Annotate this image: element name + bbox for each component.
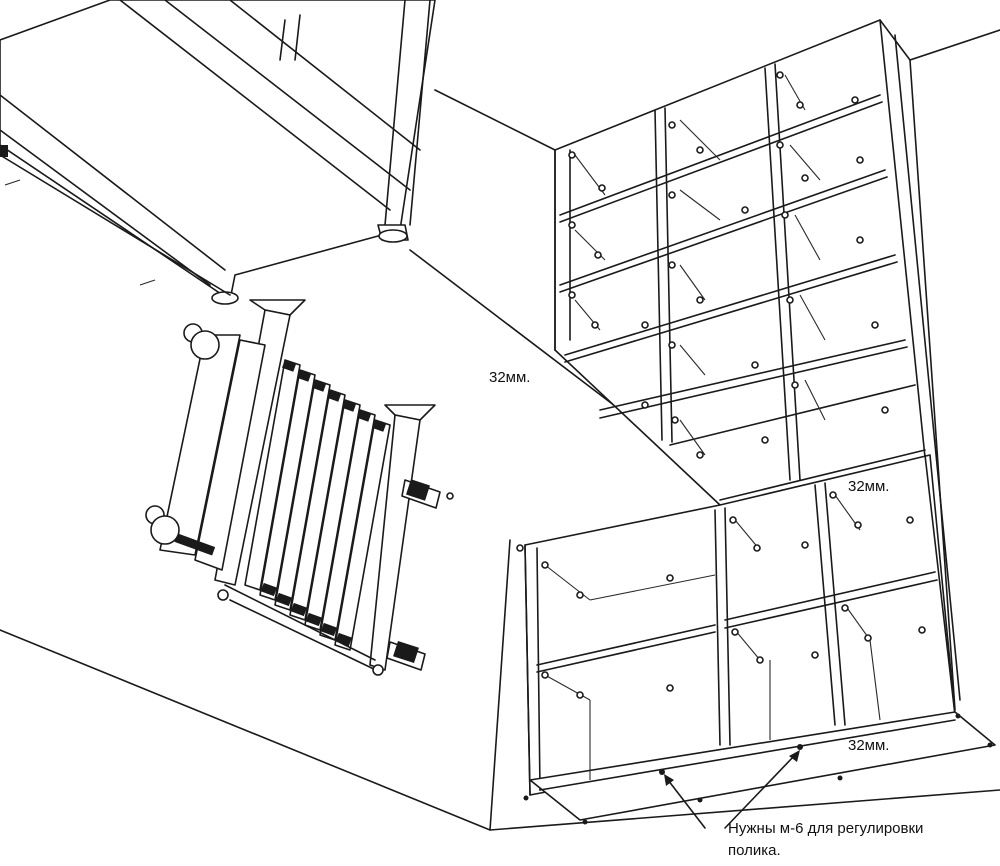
note-line-2: полика. xyxy=(728,842,781,859)
note-arrows xyxy=(664,750,800,829)
shelf-pins-lower xyxy=(446,491,926,699)
dimension-label-right-upper: 32мм. xyxy=(848,478,890,495)
radiator-gaskets xyxy=(174,360,387,647)
adjuster-holes xyxy=(523,713,993,825)
ceiling-frame xyxy=(0,0,436,305)
radiator xyxy=(145,299,441,676)
shelf-pins-upper xyxy=(568,71,889,459)
cabinet-lower xyxy=(446,454,996,825)
dimension-label-right-lower: 32мм. xyxy=(848,737,890,754)
radiator-fins xyxy=(159,334,391,651)
note-line-1: Нужны м-6 для регулировки xyxy=(728,820,924,837)
note-text: Нужны м-6 для регулировки полика. xyxy=(728,818,923,862)
dimension-label-center: 32мм. xyxy=(489,369,531,386)
